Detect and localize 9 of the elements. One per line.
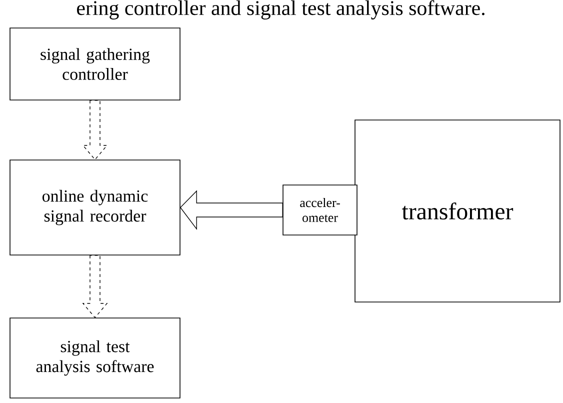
hollow-arrow [82,255,108,318]
process-box: signal gathering controller [10,28,180,100]
process-box: online dynamic signal recorder [10,160,180,256]
sensor-box: acceler- ometer [282,184,358,236]
hollow-arrow [180,190,283,230]
hollow-arrow [82,100,108,160]
text-line: ering controller and signal test analysis software. [77,0,484,20]
process-box: signal test analysis software [10,318,180,398]
transformer-box: transformer [354,120,560,302]
